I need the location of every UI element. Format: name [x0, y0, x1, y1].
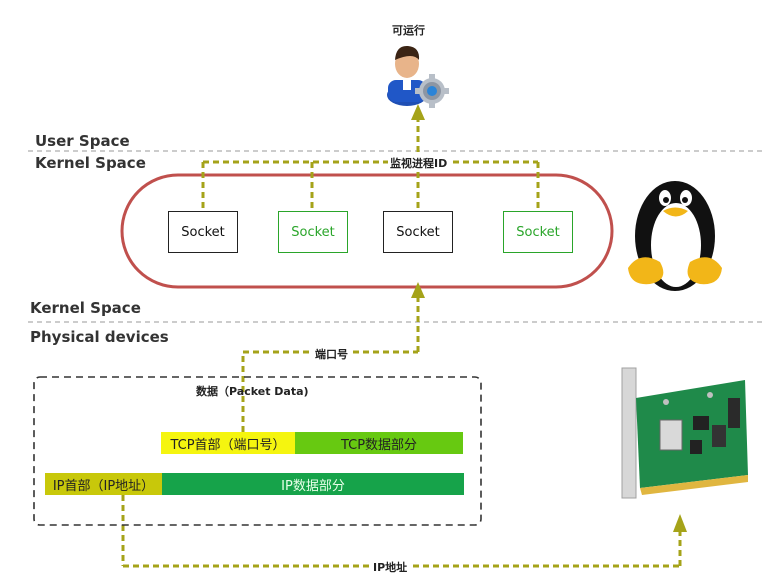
- kernel-space-label-top: Kernel Space: [35, 154, 146, 172]
- ip-path: [121, 495, 682, 568]
- packet-box: [33, 376, 482, 526]
- kernel-ellipse: [120, 173, 614, 289]
- port-path: [241, 296, 420, 432]
- user-admin-icon: [387, 45, 449, 108]
- socket-4: Socket: [503, 211, 573, 253]
- ip-arrow-head: [673, 514, 687, 532]
- linux-penguin-icon: [628, 181, 722, 291]
- physical-devices-label: Physical devices: [30, 328, 169, 346]
- packet-data-title: 数据（Packet Data): [196, 385, 309, 398]
- network-card-icon: [621, 367, 748, 499]
- socket-1: Socket: [168, 211, 238, 253]
- monitor-arrow-head: [411, 104, 425, 120]
- user-space-label: User Space: [35, 132, 130, 150]
- kernel-space-label-bottom: Kernel Space: [30, 299, 141, 317]
- tcp-data-segment: TCP数据部分: [295, 432, 463, 454]
- ip-header-segment: IP首部（IP地址）: [45, 473, 162, 495]
- tcp-header-segment: TCP首部（端口号）: [161, 432, 295, 454]
- socket-2: Socket: [278, 211, 348, 253]
- port-number-label: 端口号: [313, 346, 350, 362]
- monitor-bus: [201, 118, 540, 210]
- run-label: 可运行: [392, 24, 425, 37]
- ip-data-segment: IP数据部分: [162, 473, 464, 495]
- port-arrow-head: [411, 282, 425, 298]
- monitor-pid-label: 监视进程ID: [388, 155, 450, 171]
- socket-3: Socket: [383, 211, 453, 253]
- ip-address-label: IP地址: [371, 559, 410, 575]
